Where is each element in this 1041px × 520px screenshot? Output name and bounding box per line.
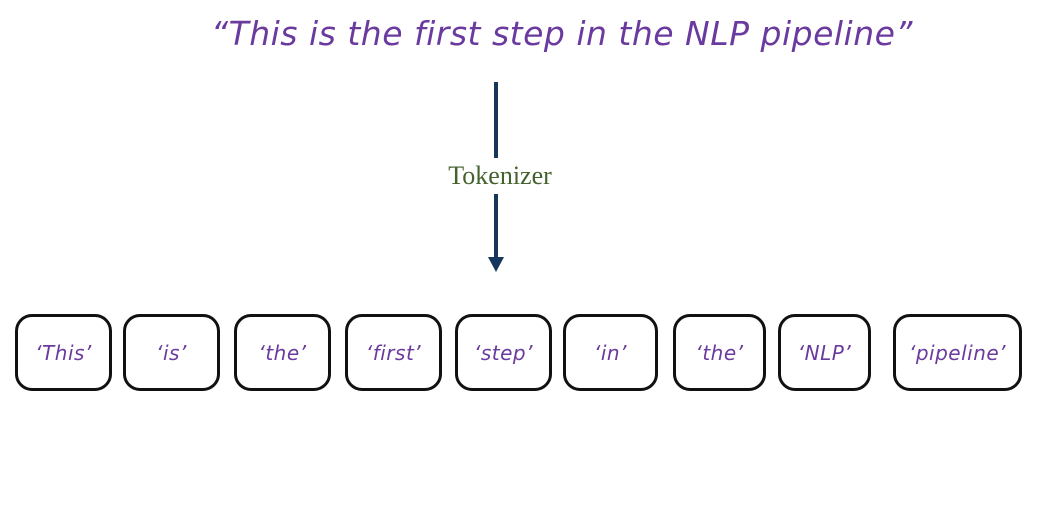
- token-text: ‘the’: [695, 340, 744, 365]
- token-text: ‘step’: [474, 340, 533, 365]
- token-box-is: ‘is’: [123, 314, 220, 391]
- token-text: ‘in’: [594, 340, 627, 365]
- input-sentence-title: “This is the first step in the NLP pipel…: [210, 14, 914, 53]
- token-text: ‘This’: [35, 340, 92, 365]
- down-arrow-head-icon: [488, 257, 504, 272]
- token-text: ‘is’: [156, 340, 187, 365]
- token-text: ‘first’: [365, 340, 422, 365]
- token-box-first: ‘first’: [345, 314, 442, 391]
- token-text: ‘the’: [258, 340, 307, 365]
- token-box-step: ‘step’: [455, 314, 552, 391]
- token-text: ‘NLP’: [797, 340, 852, 365]
- tokenizer-label: Tokenizer: [442, 158, 558, 194]
- token-box-the-2: ‘the’: [673, 314, 766, 391]
- token-box-pipeline: ‘pipeline’: [893, 314, 1022, 391]
- token-box-the-1: ‘the’: [234, 314, 331, 391]
- token-text: ‘pipeline’: [908, 340, 1007, 365]
- token-box-in: ‘in’: [563, 314, 658, 391]
- token-box-this: ‘This’: [15, 314, 112, 391]
- token-box-nlp: ‘NLP’: [778, 314, 871, 391]
